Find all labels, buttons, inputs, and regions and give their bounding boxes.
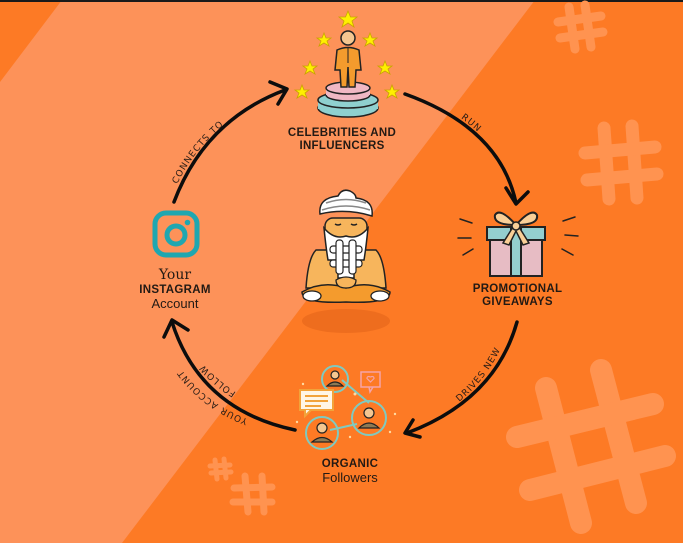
edge-label-connects-to: CONNECTS TO — [171, 119, 226, 185]
arrow-drives-new — [405, 320, 519, 435]
light-diagonal-band — [0, 0, 535, 543]
arrow-connects-to — [172, 88, 287, 204]
instagram-icon — [152, 210, 200, 258]
hashtag-watermark-icon — [578, 119, 664, 206]
celebrity-on-podium-icon — [293, 9, 401, 118]
social-network-people-icon — [295, 365, 397, 450]
node-celebrities-line1: CELEBRITIES AND — [287, 127, 397, 139]
node-giveaways-line1: PROMOTIONAL — [472, 283, 563, 295]
hashtag-watermark-icon — [229, 472, 276, 516]
node-followers-line2: Followers — [322, 469, 378, 485]
edge-label-drives-new: DRIVES NEW — [455, 346, 504, 404]
node-instagram-label: Your INSTAGRAM Account — [125, 267, 225, 311]
arrow-follow-your-account — [170, 320, 297, 432]
node-followers-line1: ORGANIC — [321, 458, 379, 470]
node-instagram-line0: Your — [158, 267, 192, 283]
node-instagram-line1: INSTAGRAM — [139, 283, 211, 296]
node-celebrities-line2: INFLUENCERS — [299, 139, 385, 152]
node-followers-label: ORGANIC Followers — [295, 458, 405, 485]
meditating-hashtag-guru-icon — [301, 189, 391, 333]
arrow-run — [403, 92, 518, 205]
gift-box-icon — [457, 211, 579, 277]
node-giveaways-label: PROMOTIONAL GIVEAWAYS — [455, 283, 580, 309]
hashtag-watermark-icon — [207, 456, 234, 482]
node-instagram-line2: Account — [151, 295, 199, 311]
hashtag-watermark-icon — [506, 359, 676, 534]
hashtag-watermark-icon — [553, 0, 608, 54]
node-giveaways-line2: GIVEAWAYS — [482, 295, 553, 308]
node-celebrities-label: CELEBRITIES AND INFLUENCERS — [282, 127, 402, 153]
